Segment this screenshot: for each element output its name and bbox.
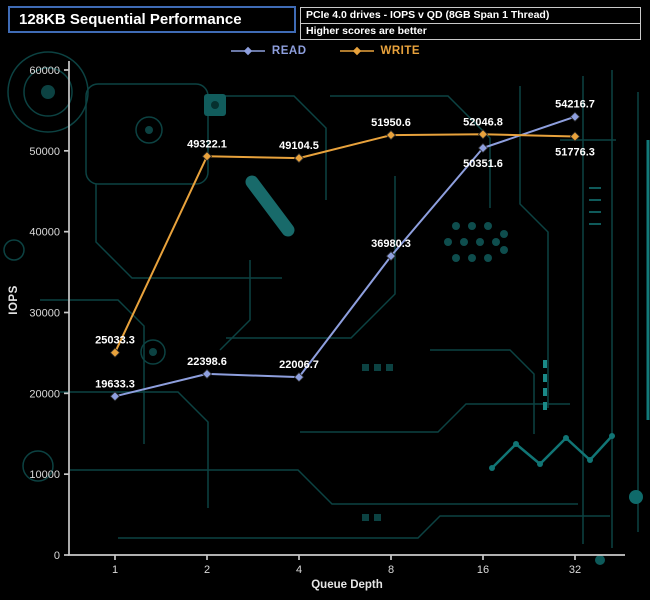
legend-label-write: WRITE (380, 45, 421, 57)
x-axis-title: Queue Depth (311, 579, 383, 591)
legend-item-write: WRITE (339, 45, 421, 57)
write-marker (201, 151, 213, 162)
read-data-label: 54216.7 (555, 99, 595, 111)
write-data-label: 51950.6 (371, 117, 411, 129)
read-data-label: 36980.3 (371, 238, 411, 250)
write-data-label: 51776.3 (555, 146, 595, 158)
read-data-label: 50351.6 (463, 158, 503, 170)
x-tick-label: 16 (477, 564, 489, 576)
y-axis-title: IOPS (8, 285, 20, 315)
y-tick-label: 0 (54, 550, 60, 562)
x-tick-label: 8 (388, 564, 394, 576)
chart-title-box: 128KB Sequential Performance (8, 6, 296, 33)
y-tick-label: 40000 (29, 227, 60, 239)
read-marker (569, 111, 581, 122)
y-tick-label: 60000 (29, 65, 60, 77)
read-marker (477, 142, 489, 154)
legend-item-read: READ (230, 45, 307, 57)
chart-subtitle: PCIe 4.0 drives - IOPS v QD (8GB Span 1 … (301, 8, 640, 24)
read-data-label: 19633.3 (95, 378, 135, 390)
legend-label-read: READ (271, 45, 307, 57)
y-tick-label: 20000 (29, 388, 60, 400)
chart-note: Higher scores are better (306, 25, 427, 37)
read-series-line (114, 115, 576, 398)
write-series-line (114, 133, 576, 354)
x-tick-label: 2 (204, 564, 210, 576)
read-marker (293, 372, 305, 383)
write-data-label: 49104.5 (279, 140, 319, 152)
y-tick-label: 10000 (29, 469, 60, 481)
read-data-label: 22398.6 (187, 356, 227, 368)
x-tick-label: 1 (112, 564, 118, 576)
write-series-marker-icon (339, 46, 374, 56)
read-marker (385, 251, 397, 262)
read-series-marker-icon (230, 46, 265, 56)
chart-title: 128KB Sequential Performance (19, 11, 242, 28)
read-data-label: 22006.7 (279, 359, 319, 371)
legend: READ WRITE (0, 45, 650, 57)
write-marker (109, 347, 121, 358)
y-tick-label: 30000 (29, 308, 60, 320)
write-marker (385, 130, 397, 141)
write-marker (477, 129, 489, 140)
read-marker (109, 391, 121, 402)
write-marker (569, 131, 581, 142)
read-marker (201, 368, 213, 380)
x-tick-label: 4 (296, 564, 302, 576)
write-data-label: 52046.8 (463, 116, 503, 128)
write-data-label: 25033.3 (95, 335, 135, 347)
y-tick-label: 50000 (29, 146, 60, 158)
x-tick-label: 32 (569, 564, 581, 576)
chart-subtitle-box: PCIe 4.0 drives - IOPS v QD (8GB Span 1 … (300, 7, 641, 40)
write-data-label: 49322.1 (187, 138, 227, 150)
write-marker (293, 153, 305, 164)
